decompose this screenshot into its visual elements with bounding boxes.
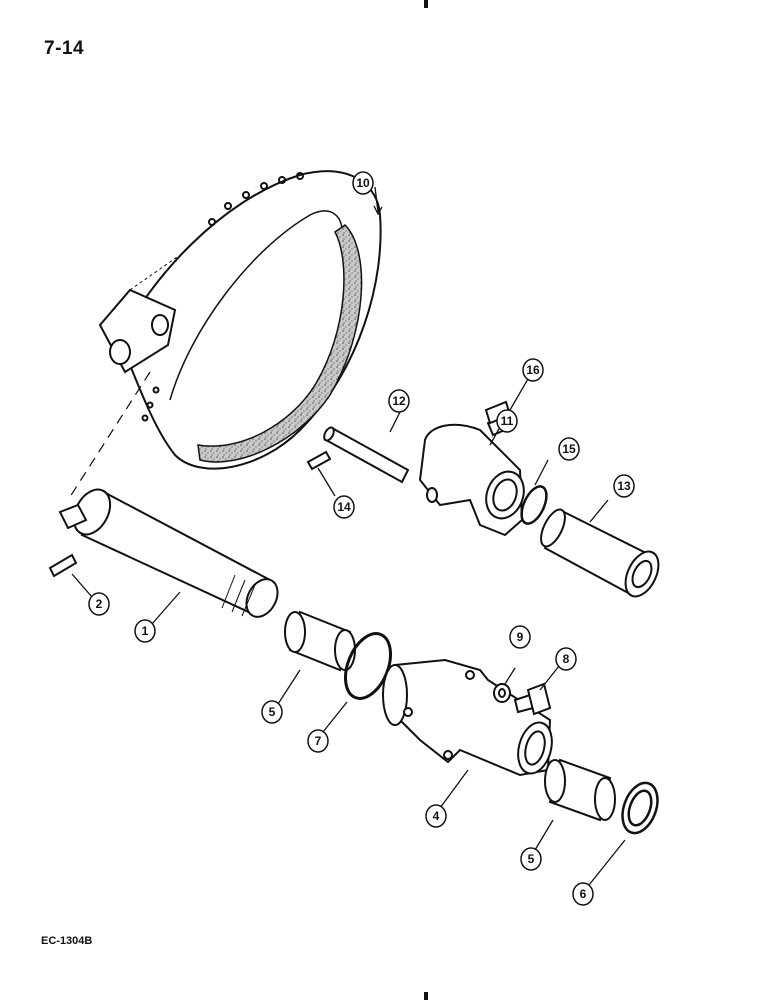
svg-text:5: 5 <box>269 705 276 719</box>
part-seal <box>621 781 659 835</box>
callout-9: 9 <box>509 625 531 649</box>
callout-2: 2 <box>88 592 110 616</box>
svg-text:1: 1 <box>142 624 149 638</box>
svg-text:9: 9 <box>517 630 524 644</box>
svg-text:13: 13 <box>617 479 631 493</box>
part-housing <box>382 658 553 777</box>
callout-10: 10 <box>352 171 374 195</box>
svg-text:6: 6 <box>580 887 587 901</box>
part-sleeve <box>540 508 660 598</box>
callout-15: 15 <box>558 437 580 461</box>
callout-5-upper: 5 <box>261 700 283 724</box>
svg-text:10: 10 <box>356 176 370 190</box>
part-washer <box>493 683 511 703</box>
part-brake-band <box>67 170 382 501</box>
callout-13: 13 <box>613 474 635 498</box>
svg-text:7: 7 <box>315 734 322 748</box>
callout-5-lower: 5 <box>520 847 542 871</box>
svg-text:5: 5 <box>528 852 535 866</box>
part-bushing-lower <box>544 758 616 822</box>
leader-lines <box>71 186 626 886</box>
registration-mark-bottom <box>424 992 428 1000</box>
svg-text:2: 2 <box>96 597 103 611</box>
svg-text:14: 14 <box>337 500 351 514</box>
part-roll-pin <box>48 553 78 578</box>
svg-text:12: 12 <box>392 394 406 408</box>
callout-6: 6 <box>572 882 594 906</box>
page-number: 7-14 <box>44 38 85 59</box>
part-bushing-upper <box>284 610 356 672</box>
svg-text:4: 4 <box>433 809 440 823</box>
callout-12: 12 <box>388 389 410 413</box>
callout-11: 11 <box>496 409 518 433</box>
part-pin-small <box>306 450 332 471</box>
callout-7: 7 <box>307 729 329 753</box>
part-o-ring-small <box>520 485 548 525</box>
callout-8: 8 <box>555 647 577 671</box>
svg-text:15: 15 <box>562 442 576 456</box>
part-cross-shaft <box>58 488 279 618</box>
callout-16: 16 <box>522 358 544 382</box>
svg-text:16: 16 <box>526 363 540 377</box>
drawing-code: EC-1304B <box>41 935 93 947</box>
part-bolt-8 <box>513 682 552 716</box>
part-clevis-pin <box>323 426 410 484</box>
registration-mark-top <box>424 0 428 8</box>
part-bracket <box>418 423 525 537</box>
callout-14: 14 <box>333 495 355 519</box>
callout-1: 1 <box>134 619 156 643</box>
callout-4: 4 <box>425 804 447 828</box>
svg-text:8: 8 <box>563 652 570 666</box>
svg-text:11: 11 <box>501 414 514 428</box>
